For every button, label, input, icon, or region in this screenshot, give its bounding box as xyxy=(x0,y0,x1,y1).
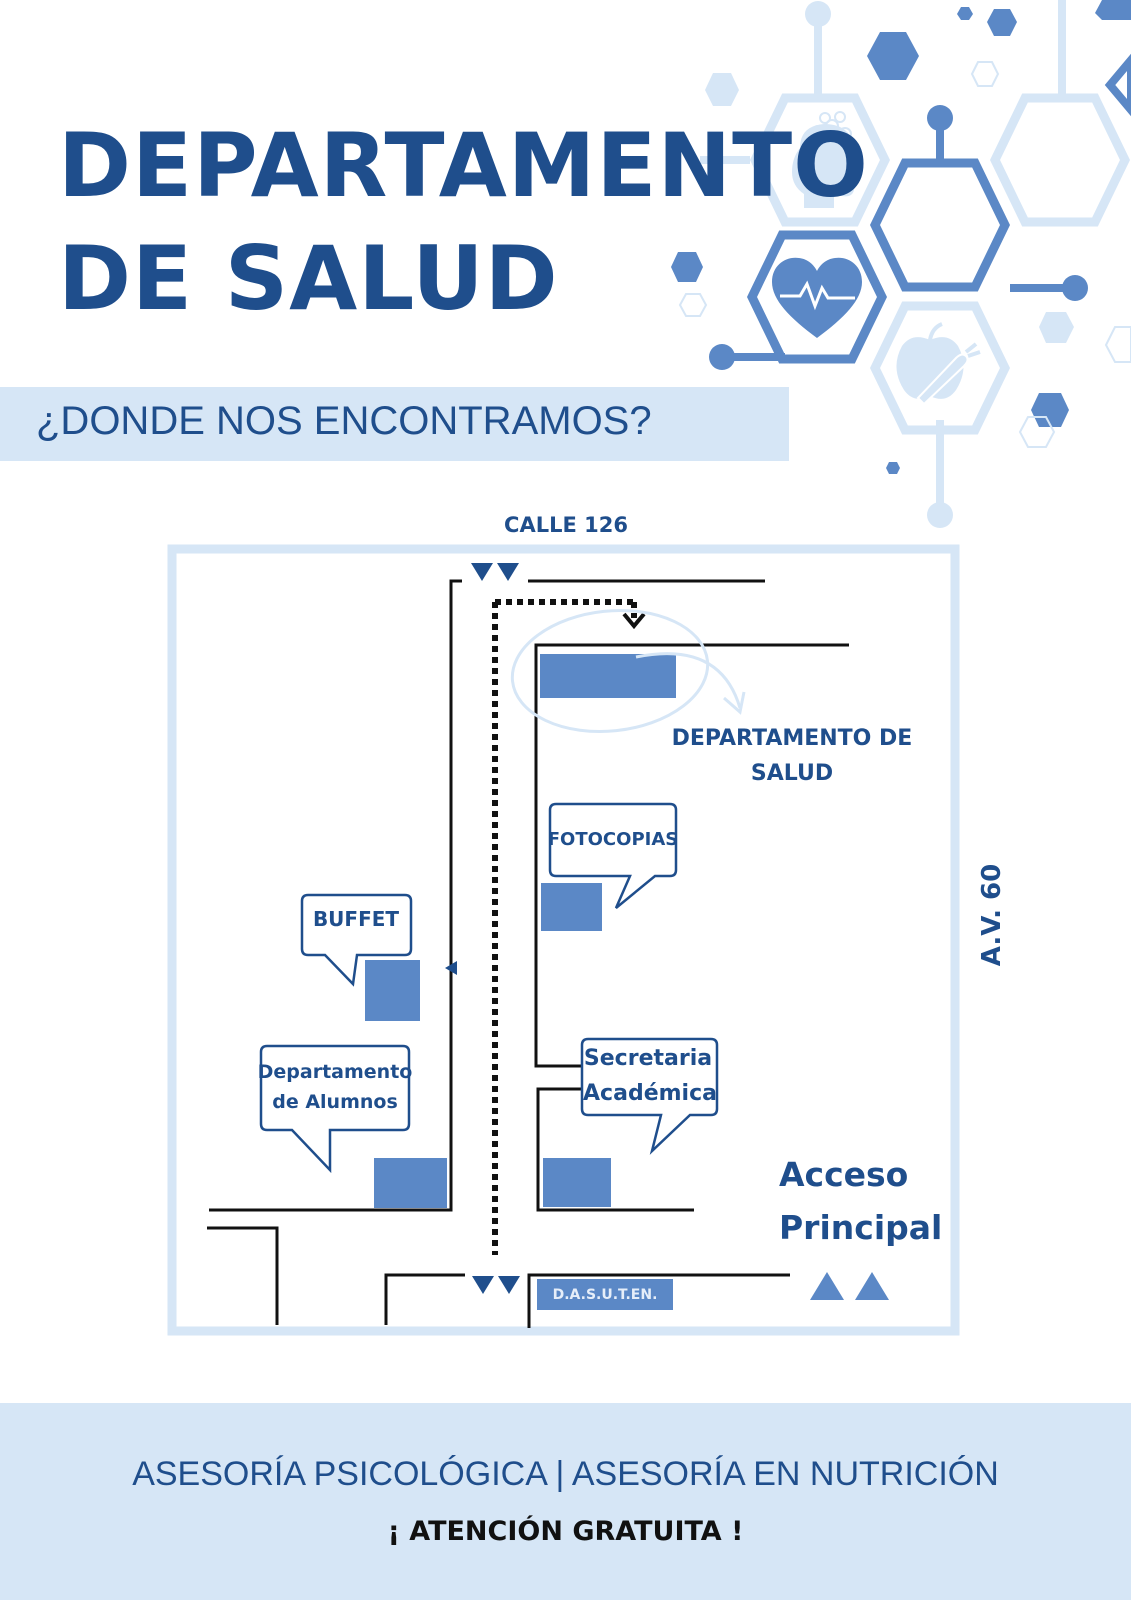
alumnos-label-line2: de Alumnos xyxy=(272,1091,398,1113)
bubble-fotocopias: FOTOCOPIAS xyxy=(548,802,678,909)
subtitle: ¿DONDE NOS ENCONTRAMOS? xyxy=(36,399,652,443)
street-label-top: CALLE 126 xyxy=(504,513,628,537)
head-brain-icon xyxy=(792,111,862,208)
room-buffet xyxy=(365,960,420,1021)
access-label-line2: Principal xyxy=(779,1208,942,1247)
fotocopias-label: FOTOCOPIAS xyxy=(548,829,678,850)
bubble-buffet: BUFFET xyxy=(300,893,413,987)
free-attention-text: ¡ ATENCIÓN GRATUITA ! xyxy=(387,1516,744,1547)
room-departamento-salud xyxy=(540,654,676,698)
page-title-line2: DE SALUD xyxy=(58,227,559,330)
room-dasuten xyxy=(537,1279,673,1310)
access-arrows-icon xyxy=(810,1272,889,1300)
entrance-arrows-top xyxy=(471,563,519,581)
map-frame xyxy=(167,544,960,1336)
hexagon-network-decoration xyxy=(671,0,1131,528)
alumnos-label-line1: Departamento xyxy=(258,1061,413,1083)
campus-map: CALLE 126 A.V. 60 D.A.S.U.T.EN. xyxy=(167,513,1007,1336)
buffet-label: BUFFET xyxy=(313,907,399,931)
access-label-line1: Acceso xyxy=(779,1155,908,1194)
subtitle-band: ¿DONDE NOS ENCONTRAMOS? xyxy=(0,387,789,461)
services-text: ASESORÍA PSICOLÓGICA | ASESORÍA EN NUTRI… xyxy=(132,1455,999,1493)
heart-pulse-icon xyxy=(772,257,862,338)
footer: ASESORÍA PSICOLÓGICA | ASESORÍA EN NUTRI… xyxy=(0,1403,1131,1600)
highlight-circle xyxy=(510,608,710,734)
bubble-secretaria: Secretaria Académica xyxy=(580,1037,719,1155)
hex-mind-outline xyxy=(750,93,890,227)
secretaria-label-line2: Académica xyxy=(583,1081,717,1106)
page-title-line1: DEPARTAMENTO xyxy=(58,114,869,217)
route-arrow-icon xyxy=(622,612,646,630)
destination-label-line1: DEPARTAMENTO DE xyxy=(672,726,913,751)
highlight-arrow xyxy=(635,652,742,709)
building-walls xyxy=(207,579,849,1328)
dasuten-label: D.A.S.U.T.EN. xyxy=(553,1287,658,1303)
room-secretaria xyxy=(543,1158,611,1207)
side-arrow-icon xyxy=(445,961,457,975)
walking-route xyxy=(492,599,637,1255)
apple-carrot-icon xyxy=(896,322,981,406)
bubble-departamento-alumnos: Departamento de Alumnos xyxy=(258,1044,413,1174)
entrance-arrows-bottom xyxy=(472,1276,520,1294)
secretaria-label-line1: Secretaria xyxy=(584,1046,712,1071)
room-departamento-alumnos xyxy=(374,1158,447,1208)
street-label-side: A.V. 60 xyxy=(977,864,1007,966)
room-fotocopias xyxy=(541,883,602,931)
destination-label-line2: SALUD xyxy=(751,761,833,786)
